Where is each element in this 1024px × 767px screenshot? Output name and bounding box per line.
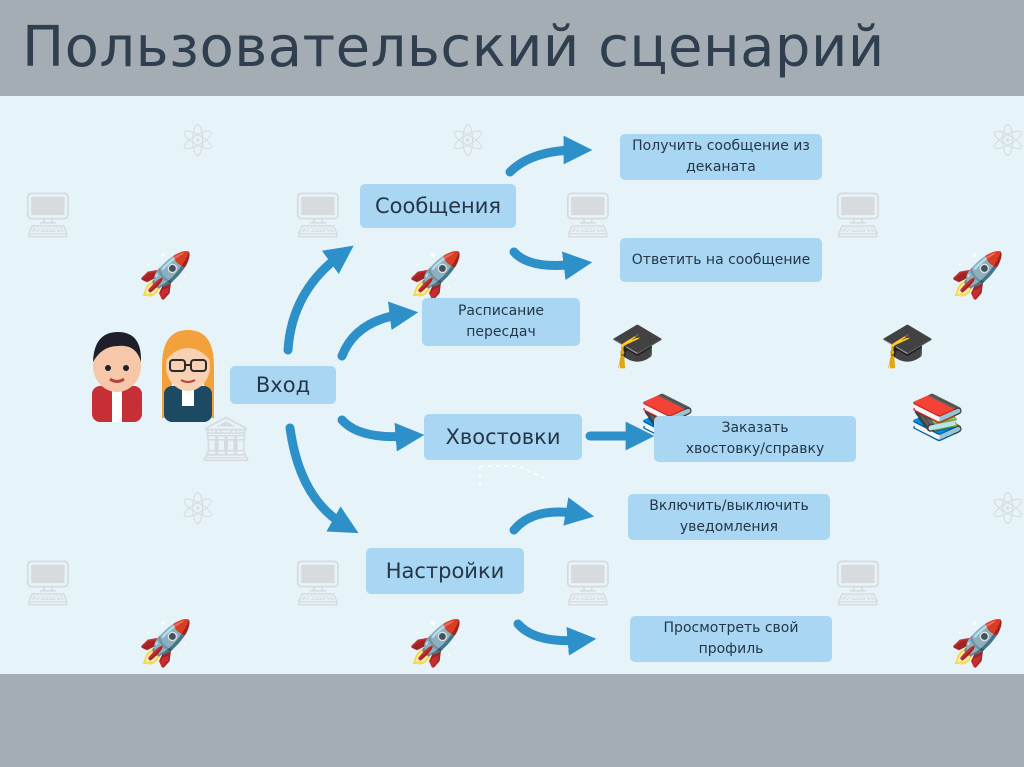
node-messages: Сообщения: [360, 184, 516, 228]
node-retake-schedule: Расписание пересдач: [422, 298, 580, 346]
atom-icon: ⚛: [178, 116, 218, 167]
footer-band: [0, 674, 1024, 767]
code-monitor-icon: 🖥: [830, 558, 886, 609]
rocket-icon: 🚀: [138, 250, 193, 301]
node-settings: Настройки: [366, 548, 524, 594]
books-icon: 📚: [910, 392, 965, 443]
node-toggle-notifications: Включить/выключить уведомления: [628, 494, 830, 540]
code-monitor-icon: 🖥: [560, 558, 616, 609]
code-monitor-icon: 🖥: [20, 190, 76, 241]
code-monitor-icon: 🖥: [290, 190, 346, 241]
atom-icon: ⚛: [178, 484, 218, 535]
rocket-icon: 🚀: [950, 618, 1005, 669]
atom-icon: ⚛: [988, 484, 1024, 535]
node-order-debt: Заказать хвостовку/справку: [654, 416, 856, 462]
student-users-icon: [92, 330, 214, 422]
rocket-icon: 🚀: [408, 618, 463, 669]
code-monitor-icon: 🖥: [290, 558, 346, 609]
rocket-icon: 🚀: [950, 250, 1005, 301]
code-monitor-icon: 🖥: [560, 190, 616, 241]
node-login: Вход: [230, 366, 336, 404]
atom-icon: ⚛: [988, 116, 1024, 167]
code-monitor-icon: 🖥: [830, 190, 886, 241]
rocket-icon: 🚀: [408, 250, 463, 301]
dashed-lines: [479, 465, 545, 488]
node-get-message: Получить сообщение из деканата: [620, 134, 822, 180]
atom-icon: ⚛: [448, 116, 488, 167]
node-reply-message: Ответить на сообщение: [620, 238, 822, 282]
graduation-cap-icon: 🎓: [880, 320, 935, 371]
node-debts: Хвостовки: [424, 414, 582, 460]
header-band: [0, 0, 1024, 96]
graduation-cap-icon: 🎓: [610, 320, 665, 371]
page-title: Пользовательский сценарий: [22, 15, 885, 80]
node-view-profile: Просмотреть свой профиль: [630, 616, 832, 662]
code-monitor-icon: 🖥: [20, 558, 76, 609]
bank-icon: 🏛: [198, 414, 254, 465]
rocket-icon: 🚀: [138, 618, 193, 669]
